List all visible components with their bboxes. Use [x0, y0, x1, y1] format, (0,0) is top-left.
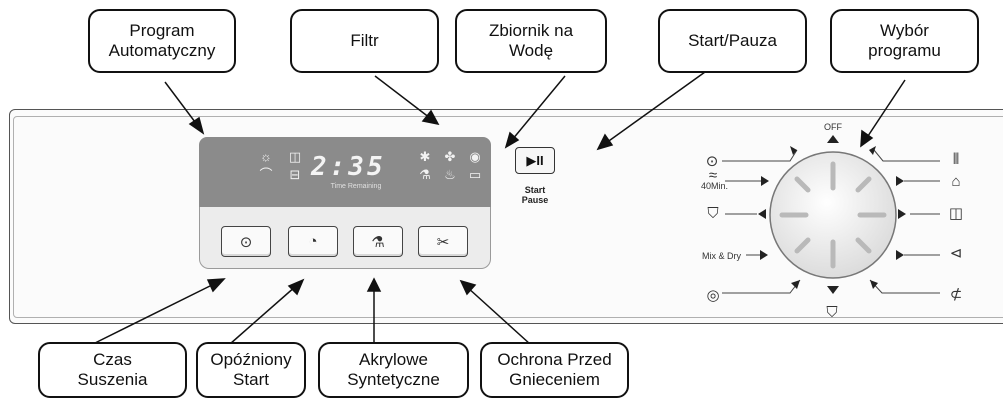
sun-icon: ☼ [260, 149, 272, 164]
callout-start-pauza: Start/Pauza [658, 9, 807, 73]
callout-program-auto: Program Automatyczny [88, 9, 236, 73]
tank-icon: ⊟ [289, 167, 301, 182]
flask-icon: ⚗ [371, 233, 385, 251]
dial-mix-dry-label: Mix & Dry [702, 251, 741, 261]
shirt-antiwrinkle-icon: ✂ [436, 233, 450, 251]
callout-zbiornik: Zbiornik na Wodę [455, 9, 607, 73]
delay-clock-icon: ◔ [308, 233, 318, 250]
callout-czas-suszenia: Czas Suszenia [38, 342, 187, 398]
wool-icon: ◎ [706, 287, 720, 304]
time-digits: 2:35 [311, 152, 386, 182]
iron-icon: ⊲ [949, 245, 963, 262]
play-pause-icon: ▶II [526, 152, 544, 168]
callout-wybor-programu: Wybór programu [830, 9, 979, 73]
quick-dry-icon: ≈ [708, 167, 718, 184]
flask-icon: ⚗ [419, 167, 431, 182]
sphere-icon: ◉ [469, 149, 481, 164]
callout-ochrona: Ochrona Przed Gnieceniem [480, 342, 629, 398]
drying-time-button[interactable]: ⊙ [221, 226, 271, 257]
house-icon: ⌂ [951, 173, 961, 190]
time-remaining-label: Time Remaining [330, 183, 382, 190]
trousers-icon: ⫴ [952, 151, 960, 168]
wool-icon: ♨ [444, 167, 456, 182]
dial-40min-label: 40Min. [701, 181, 729, 191]
start-pause-label: Start Pause [510, 185, 560, 205]
tshirt-icon: ⛉ [826, 304, 838, 321]
shirt-sparkle-icon: ✱ [419, 149, 431, 164]
fan-icon: ✤ [444, 149, 456, 164]
anti-crease-button[interactable]: ✂ [418, 226, 468, 257]
callout-akrylowe: Akrylowe Syntetyczne [318, 342, 469, 398]
clock-icon: ⊙ [239, 233, 253, 251]
callout-opozniony-start: Opóźniony Start [196, 342, 306, 398]
start-pause-button[interactable]: ▶II [515, 147, 555, 174]
delay-start-button[interactable]: ◔ [288, 226, 338, 257]
start-label: Start [524, 185, 546, 195]
iron-icon: ⌒ [259, 167, 273, 182]
display-screen [199, 137, 491, 207]
dial-off-label: OFF [824, 122, 842, 132]
tank-full-icon: ▭ [468, 167, 482, 182]
synthetics-button[interactable]: ⚗ [353, 226, 403, 257]
cupboard-icon: ◫ [948, 205, 964, 222]
filter-icon: ◫ [288, 149, 302, 164]
shirt-icon: ⛉ [707, 205, 719, 222]
control-panel-inner-edge [13, 116, 1003, 318]
pause-label: Pause [521, 195, 549, 205]
callout-filtr: Filtr [290, 9, 439, 73]
hanger-iron-icon: ⊄ [949, 286, 963, 303]
timer-icon: ⊙ [705, 153, 719, 170]
